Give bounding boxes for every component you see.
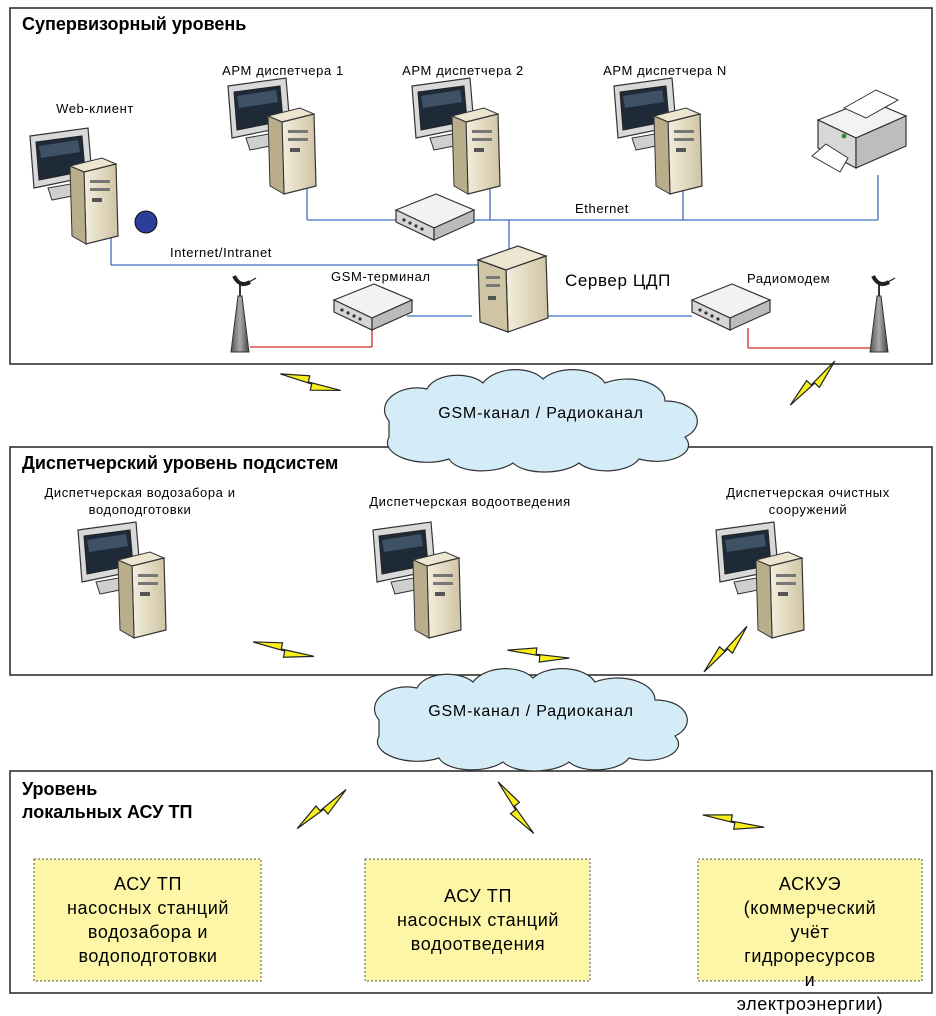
cloud-upper	[383, 369, 698, 473]
local-box-1-line: насосных станций	[66, 898, 230, 918]
lightning-icon	[694, 625, 757, 673]
antenna-right-icon	[868, 274, 897, 354]
local-box-3-line: гидроресурсов и	[744, 946, 876, 990]
lightning-icon	[289, 788, 354, 830]
drainage-label: Диспетчерская водоотведения	[369, 494, 571, 509]
lightning-icon	[702, 798, 765, 844]
lightning-icon	[279, 358, 342, 407]
radiomodem-label: Радиомодем	[747, 271, 831, 286]
radio-lines	[250, 326, 872, 349]
internet-label: Internet/Intranet	[170, 245, 272, 260]
gsm-terminal-label: GSM-терминал	[331, 269, 431, 284]
dispatch-treatment-workstation	[715, 521, 805, 639]
lightning-icon	[252, 625, 315, 673]
arm1-label: АРМ диспетчера 1	[222, 63, 344, 78]
radiomodem-device	[691, 283, 771, 331]
local-box-1	[33, 858, 262, 982]
water-intake-label-line1: Диспетчерская водозабора и	[44, 485, 236, 500]
ethernet-switch	[395, 193, 475, 241]
local-box-3-text: АСКУЭ (коммерческий учёт гидроресурсов и…	[737, 872, 883, 1016]
arm2-label: АРМ диспетчера 2	[402, 63, 524, 78]
local-box-3-line: (коммерческий учёт	[743, 898, 877, 942]
local-title-line2: локальных АСУ ТП	[22, 802, 193, 822]
server-icon	[476, 245, 549, 333]
cloud-lower-label: GSM-канал / Радиоканал	[428, 703, 634, 720]
ethernet-label: Ethernet	[575, 201, 629, 216]
local-box-3-line: АСКУЭ	[778, 874, 842, 894]
server-label: Сервер ЦДП	[565, 271, 671, 290]
local-frame	[9, 770, 933, 994]
treatment-label-line1: Диспетчерская очистных	[726, 485, 890, 500]
dispatch-drainage-workstation	[372, 521, 462, 639]
local-box-2-line: насосных станций	[396, 910, 560, 930]
lightning-icon	[781, 360, 844, 406]
local-box-3	[697, 858, 923, 982]
cloud-lower	[373, 668, 688, 772]
local-box-2	[364, 858, 591, 982]
local-box-2-text: АСУ ТП насосных станций водоотведения	[397, 884, 559, 956]
local-box-1-line: водозабора и	[87, 922, 209, 942]
local-box-1-line: водоподготовки	[78, 946, 218, 966]
antenna-left-icon	[229, 274, 258, 354]
supervisory-frame	[9, 7, 933, 365]
cloud-upper-label: GSM-канал / Радиоканал	[438, 405, 644, 422]
local-box-1-text: АСУ ТП насосных станций водозабора и вод…	[67, 872, 229, 968]
printer-icon	[811, 89, 908, 173]
armN-workstation	[613, 77, 703, 195]
globe-icon	[134, 210, 158, 234]
supervisory-title: Супервизорный уровень	[22, 14, 247, 34]
dispatch-title: Диспетчерский уровень подсистем	[22, 453, 339, 473]
local-box-2-line: водоотведения	[410, 934, 546, 954]
local-title-line1: Уровень	[22, 779, 98, 799]
web-client-label: Web-клиент	[56, 101, 134, 116]
arm2-workstation	[411, 77, 501, 195]
gsm-terminal-device	[333, 283, 413, 331]
lightning-icon	[497, 775, 535, 840]
dispatch-water-intake-workstation	[77, 521, 167, 639]
treatment-label-line2: сооружений	[768, 502, 848, 517]
water-intake-label-line2: водоподготовки	[88, 502, 192, 517]
local-box-2-line: АСУ ТП	[444, 886, 512, 906]
local-box-1-line: АСУ ТП	[114, 874, 182, 894]
armN-label: АРМ диспетчера N	[603, 63, 727, 78]
arm1-workstation	[227, 77, 317, 195]
web-client-workstation	[29, 127, 119, 245]
